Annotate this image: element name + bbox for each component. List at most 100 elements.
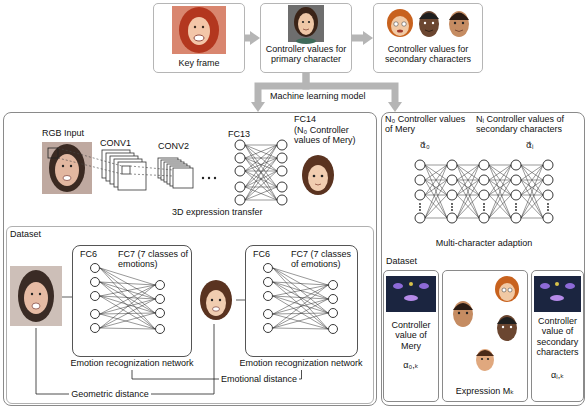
- node-text: Emotion recognization network: [62, 358, 202, 368]
- illustration-part: [298, 13, 314, 35]
- illustration-part: [70, 165, 72, 167]
- controller-screenshot: [386, 276, 581, 312]
- illustration-part: [393, 283, 403, 289]
- network-links: [521, 165, 543, 218]
- edge-label: Machine learning model: [268, 91, 368, 101]
- illustration-part: [510, 326, 512, 328]
- illustration-part: [236, 300, 245, 301]
- node-text: α₀,ₖ: [385, 360, 437, 370]
- illustration-part: [315, 184, 321, 185]
- mery-controller-box: Controller value of Mery α₀,ₖ: [383, 270, 439, 402]
- ellipsis-dots: [202, 177, 216, 179]
- illustration-part: [386, 276, 436, 312]
- illustration-part: [219, 299, 221, 301]
- illustration-part: [200, 280, 232, 320]
- node-text: Multi-character adaption: [424, 238, 544, 248]
- fc-links: [245, 145, 277, 200]
- illustration-part: [419, 13, 439, 20]
- illustration-part: [264, 278, 273, 287]
- illustration-part: [499, 283, 515, 301]
- node-text: 3D expression transfer: [172, 207, 292, 217]
- illustration-part: [453, 303, 473, 310]
- illustration-part: [419, 283, 429, 289]
- illustration-part: [55, 154, 79, 186]
- illustration-part: [31, 293, 33, 295]
- illustration-part: [48, 148, 58, 158]
- illustration-part: [329, 295, 338, 304]
- illustration-part: [179, 7, 219, 53]
- illustration-part: [36, 324, 214, 394]
- diagram-label: Dataset: [386, 256, 446, 266]
- illustration-part: [313, 175, 316, 178]
- illustration-part: [303, 29, 309, 30]
- illustration-part: [387, 9, 413, 37]
- illustration-part: [565, 283, 575, 289]
- illustration-part: [391, 16, 409, 36]
- diagram-label: CONV1: [100, 138, 150, 148]
- illustration-part: [419, 11, 439, 37]
- illustration-part: [288, 5, 324, 42]
- illustration-part: [235, 195, 245, 205]
- illustration-part: [294, 7, 318, 37]
- neuron-column: [447, 160, 457, 223]
- illustration-part: [264, 310, 273, 319]
- geometric-distance-bracket: [36, 324, 214, 394]
- illustration-part: [425, 30, 433, 32]
- illustration-part: [62, 165, 64, 167]
- illustration-part: [302, 21, 304, 23]
- illustration-part: [455, 30, 463, 32]
- illustration-part: [462, 22, 464, 24]
- network-links: [100, 268, 155, 329]
- illustration-part: [235, 140, 245, 150]
- node-text: Emotion recognization network: [231, 358, 371, 368]
- dataset-panel: DatasetFC6FC7 (7 classes of emotions)Emo…: [6, 226, 374, 404]
- illustration-part: [156, 295, 165, 304]
- neuron-column: [543, 160, 553, 223]
- illustration-part: [453, 301, 473, 327]
- illustration-part: [487, 358, 489, 360]
- illustration-part: [235, 166, 245, 176]
- illustration-part: [476, 349, 494, 371]
- illustration-part: [497, 317, 517, 324]
- illustration-part: [214, 177, 216, 179]
- illustration-part: [211, 299, 213, 301]
- illustration-part: [130, 166, 173, 170]
- node-text: FC7 (7 classes of emotions): [291, 249, 357, 270]
- illustration-part: [454, 22, 456, 24]
- illustration-part: [58, 158, 122, 174]
- keyframe-photo: [172, 6, 226, 54]
- illustration-part: [534, 276, 581, 312]
- illustration-part: [404, 295, 418, 301]
- node-text: Expression Mₖ: [444, 386, 526, 396]
- emotion-network: [91, 264, 338, 334]
- illustration-part: [188, 17, 210, 45]
- secondary-avatars: [387, 9, 469, 37]
- illustration-part: [432, 22, 434, 24]
- illustration-part: [302, 155, 334, 195]
- illustration-part: [91, 278, 100, 287]
- network-links: [457, 165, 479, 218]
- node-text: Controller value of Mery: [385, 320, 437, 351]
- illustration-part: [277, 182, 287, 192]
- illustration-part: [495, 276, 519, 302]
- node-text: Controller values for primary character: [262, 44, 350, 65]
- illustration-part: [49, 144, 85, 192]
- illustration-part: [481, 358, 483, 360]
- primary-avatar: [288, 5, 324, 44]
- illustration-part: [172, 6, 226, 54]
- illustration-part: [235, 153, 245, 163]
- network-links: [489, 165, 511, 218]
- diagram-label: N₀ Controller values of Mery: [385, 114, 473, 135]
- neuron-column: [415, 160, 425, 223]
- illustration-part: [42, 142, 92, 194]
- illustration-part: [91, 310, 100, 319]
- illustration-part: [449, 13, 469, 21]
- diagram-label: α⃗₀: [420, 140, 440, 150]
- keyframe-box: Key frame: [153, 3, 245, 73]
- illustration-part: [466, 312, 468, 314]
- emotion-network-box: FC6FC7 (7 classes of emotions)Emotion re…: [72, 245, 192, 370]
- diagram-label: α⃗ᵢ: [526, 140, 546, 150]
- illustration-part: [329, 325, 338, 334]
- secondary-characters-box: Controller values for secondary characte…: [373, 3, 483, 73]
- illustration-part: [329, 309, 338, 318]
